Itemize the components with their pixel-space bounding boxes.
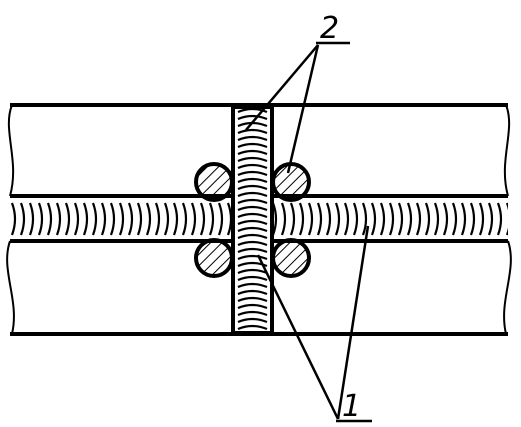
weld-ripple [451, 202, 458, 236]
weld-ripple [460, 202, 467, 236]
round-bar-bottom-left [194, 238, 234, 278]
weld-ripple [226, 202, 233, 236]
weld-ripple [237, 135, 268, 142]
round-bar-bottom-right [271, 238, 311, 278]
weld-ripple [496, 202, 503, 236]
weld-ripple [505, 202, 508, 236]
weld-ripple [379, 202, 386, 236]
weld-ripple [237, 212, 268, 219]
weld-ripple [433, 202, 440, 236]
weld-ripple [237, 310, 268, 317]
round-bars [194, 162, 311, 278]
weld-ripple [28, 202, 35, 236]
weld-ripple [415, 202, 422, 236]
weld-ripple [487, 202, 494, 236]
weld-ripple [237, 324, 268, 331]
weld-ripple [237, 191, 268, 198]
weld-ripple [19, 202, 26, 236]
break-lines [6, 104, 512, 335]
weld-ripple [469, 202, 476, 236]
weld-ripple [237, 254, 268, 261]
weld-ripple [154, 202, 161, 236]
callout-label-1: 1 [342, 389, 361, 424]
weld-ripple [370, 202, 377, 236]
weld-ripple [307, 202, 314, 236]
weld-ripple [343, 202, 350, 236]
weld-ripple [145, 202, 152, 236]
weld-ripple [82, 202, 89, 236]
weld-ripple [237, 233, 268, 240]
weld-ripple [64, 202, 71, 236]
weld-ripple [316, 202, 323, 236]
weld-ripple [237, 275, 268, 282]
weld-ripple [237, 226, 268, 233]
weld-ripple [237, 163, 268, 170]
weld-ripple [298, 202, 305, 236]
round-bar-top-left [194, 162, 234, 202]
weld-ripple [10, 202, 17, 236]
weld-ripple [325, 202, 332, 236]
weld-ripple [237, 205, 268, 212]
callout-label-2: 2 [320, 11, 339, 46]
weld-ripple [136, 202, 143, 236]
weld-ripple [237, 303, 268, 310]
weld-ripple [237, 184, 268, 191]
weld-ripple [237, 317, 268, 324]
weld-ripple [289, 202, 296, 236]
weld-ripple [237, 170, 268, 177]
weld-ripple [237, 219, 268, 226]
weld-ripple [237, 142, 268, 149]
weld-ripple [91, 202, 98, 236]
weld-ripple [352, 202, 359, 236]
weld-ripple [237, 289, 268, 296]
weld-ripple [237, 268, 268, 275]
weld-ripple [424, 202, 431, 236]
weld-ripple [163, 202, 170, 236]
vertical-weld-seam [231, 105, 274, 335]
weld-ripple [172, 202, 179, 236]
weld-ripple [118, 202, 125, 236]
weld-ripple [237, 198, 268, 205]
weld-ripple [109, 202, 116, 236]
weld-ripple [237, 149, 268, 156]
weld-ripple [478, 202, 485, 236]
weld-ripple [406, 202, 413, 236]
weld-ripple [237, 107, 268, 114]
weld-ripple [73, 202, 80, 236]
weld-ripple [237, 261, 268, 268]
weld-ripple [37, 202, 44, 236]
weld-ripple [217, 202, 224, 236]
weld-ripple [55, 202, 62, 236]
weld-ripple [237, 247, 268, 254]
weld-ripple [388, 202, 395, 236]
weld-ripple [46, 202, 53, 236]
weld-ripple [280, 202, 287, 236]
round-bar-top-right [271, 162, 311, 202]
weld-ripple [208, 202, 215, 236]
weld-ripple [237, 177, 268, 184]
weld-ripple [237, 128, 268, 135]
weld-ripple [334, 202, 341, 236]
weld-ripple [181, 202, 188, 236]
weld-ripple [237, 296, 268, 303]
weld-ripple [127, 202, 134, 236]
weld-ripple [237, 240, 268, 247]
weld-ripple [237, 156, 268, 163]
weld-ripple [361, 202, 368, 236]
weld-ripple [199, 202, 206, 236]
weld-ripple [237, 282, 268, 289]
weld-ripple [397, 202, 404, 236]
leader-lines [245, 41, 372, 423]
weld-ripple [100, 202, 107, 236]
weld-ripple [190, 202, 197, 236]
weld-ripple [237, 114, 268, 121]
weld-ripple [442, 202, 449, 236]
